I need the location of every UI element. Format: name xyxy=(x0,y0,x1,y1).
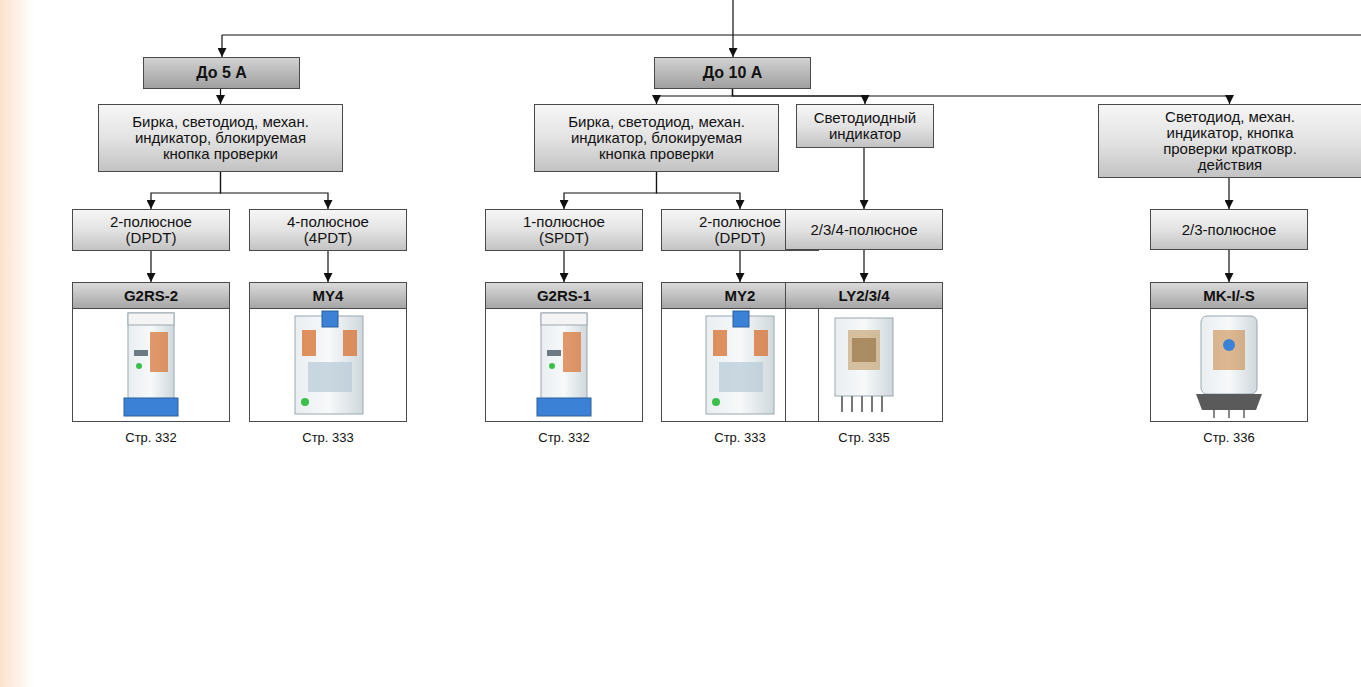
product-header: MY4 xyxy=(250,283,406,309)
relay-g2rs xyxy=(537,313,591,416)
option-box: Бирка, светодиод, механ. индикатор, блок… xyxy=(98,104,343,172)
flow-arrow xyxy=(657,89,733,104)
current-box: До 10 А xyxy=(654,57,811,89)
flow-arrow xyxy=(564,172,657,209)
flow-arrow xyxy=(221,172,329,209)
box-text: 4-полюсное (4PDT) xyxy=(273,214,383,246)
option-box: 1-полюсное (SPDT) xyxy=(485,209,643,251)
box-text: Бирка, светодиод, механ. индикатор, блок… xyxy=(132,114,310,162)
flow-arrow xyxy=(327,251,328,282)
page-reference: Стр. 335 xyxy=(804,430,924,445)
box-text: Бирка, светодиод, механ. индикатор, блок… xyxy=(568,114,746,162)
box-text: До 5 А xyxy=(196,65,247,81)
flow-arrow xyxy=(151,172,221,209)
relay-my xyxy=(706,311,774,414)
page-reference: Стр. 332 xyxy=(91,430,211,445)
relay-g2rs xyxy=(124,313,178,416)
flow-arrow xyxy=(863,250,864,282)
box-text: 2-полюсное (DPDT) xyxy=(685,214,795,246)
product-box: G2RS-1 xyxy=(485,282,643,422)
page-reference: Стр. 336 xyxy=(1169,430,1289,445)
flow-arrow xyxy=(150,251,151,282)
product-box: LY2/3/4 xyxy=(785,282,943,422)
product-header: G2RS-2 xyxy=(73,283,229,309)
page-reference: Стр. 332 xyxy=(504,430,624,445)
box-text: 1-полюсное (SPDT) xyxy=(509,214,619,246)
option-box: 2-полюсное (DPDT) xyxy=(72,209,230,251)
box-text: Светодиод, механ. индикатор, кнопка пров… xyxy=(1145,109,1315,173)
feed-lines xyxy=(222,0,1361,57)
product-name: G2RS-2 xyxy=(124,288,178,304)
product-header: MK-I/-S xyxy=(1151,283,1307,309)
option-box: 2/3-полюсное xyxy=(1150,209,1308,250)
product-box: MY4 xyxy=(249,282,407,422)
flow-arrow xyxy=(863,148,864,209)
box-text: Светодиодный индикатор xyxy=(804,110,926,142)
flow-arrow xyxy=(657,172,741,209)
product-name: MK-I/-S xyxy=(1203,288,1255,304)
option-box: Светодиодный индикатор xyxy=(796,104,934,148)
box-text: 2-полюсное (DPDT) xyxy=(96,214,206,246)
flow-arrow xyxy=(739,251,740,282)
box-text: До 10 А xyxy=(703,65,763,81)
edge-tint xyxy=(0,0,34,687)
flow-arrow xyxy=(220,89,221,104)
relay-my xyxy=(295,311,363,414)
flow-arrow xyxy=(733,89,1230,104)
current-box: До 5 А xyxy=(143,57,300,89)
product-name: G2RS-1 xyxy=(537,288,591,304)
option-box: 4-полюсное (4PDT) xyxy=(249,209,407,251)
page-reference: Стр. 333 xyxy=(268,430,388,445)
product-name: LY2/3/4 xyxy=(838,288,889,304)
option-box: 2/3/4-полюсное xyxy=(785,209,943,250)
option-box: Бирка, светодиод, механ. индикатор, блок… xyxy=(534,104,779,172)
option-box: Светодиод, механ. индикатор, кнопка пров… xyxy=(1098,104,1361,178)
flow-arrow xyxy=(1228,250,1229,282)
flow-arrow xyxy=(563,251,564,282)
relay-mk xyxy=(1196,316,1262,418)
box-text: 2/3-полюсное xyxy=(1182,222,1276,238)
product-box: MK-I/-S xyxy=(1150,282,1308,422)
product-name: MY4 xyxy=(313,288,344,304)
product-name: MY2 xyxy=(725,288,756,304)
product-box: G2RS-2 xyxy=(72,282,230,422)
flow-arrow xyxy=(1228,178,1229,209)
product-header: G2RS-1 xyxy=(486,283,642,309)
page-reference: Стр. 333 xyxy=(680,430,800,445)
product-header: LY2/3/4 xyxy=(786,283,942,309)
relay-ly xyxy=(835,318,893,412)
box-text: 2/3/4-полюсное xyxy=(811,222,918,238)
